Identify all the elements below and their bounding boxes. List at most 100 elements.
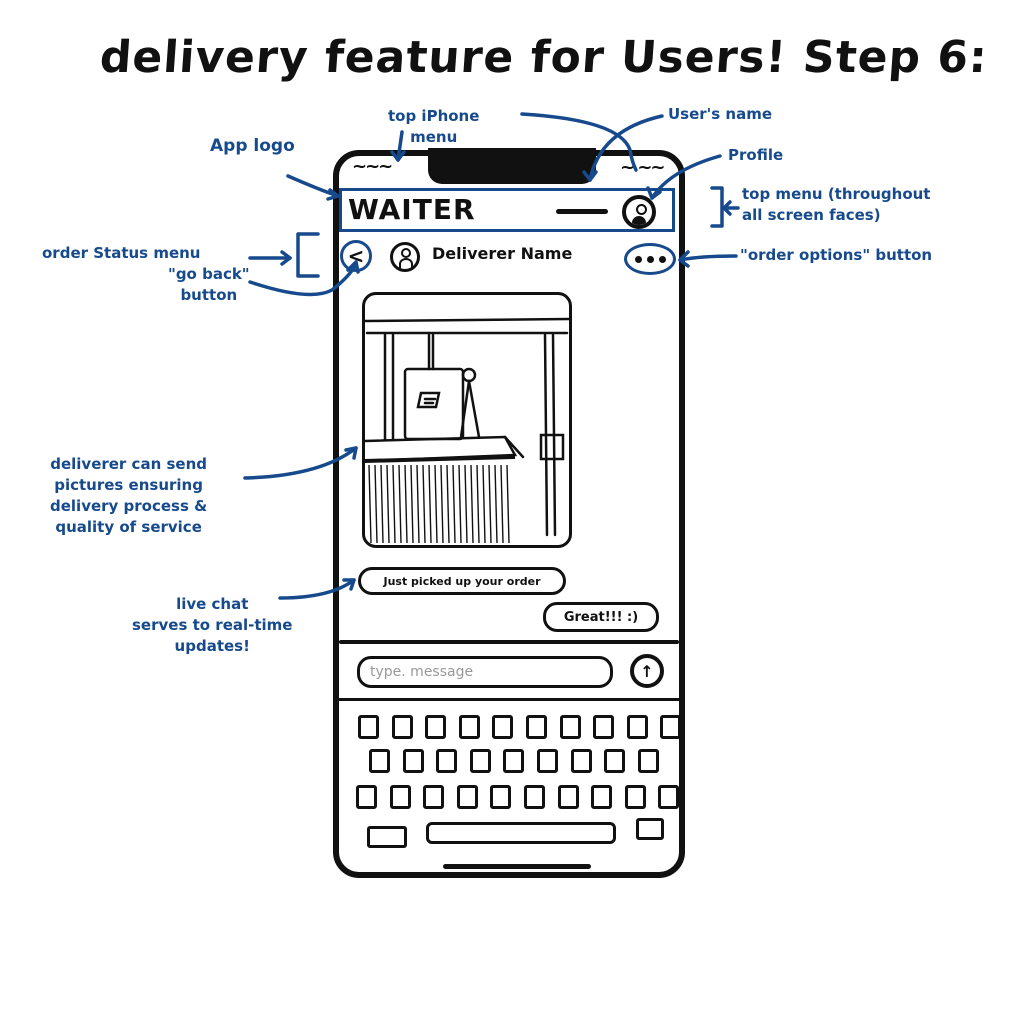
app-logo[interactable]: WAITER <box>348 193 476 226</box>
keyboard-key-return[interactable] <box>636 818 664 840</box>
pickup-counter-illustration <box>365 317 569 544</box>
keyboard-key[interactable] <box>591 785 613 809</box>
drape-hatch-line <box>410 464 414 544</box>
chat-message-outgoing: Great!!! :) <box>543 602 659 632</box>
dot-icon <box>634 255 642 263</box>
keyboard-key[interactable] <box>423 785 445 809</box>
keyboard-key[interactable] <box>523 785 545 809</box>
phone-notch <box>428 148 596 184</box>
keyboard-key[interactable] <box>624 785 646 809</box>
annotation-users-name: User's name <box>668 105 773 123</box>
keyboard-key[interactable] <box>389 785 411 809</box>
status-bar-left: ~~~ <box>352 156 393 177</box>
status-bar-right: ~ ~~ <box>620 157 665 178</box>
keyboard-key[interactable] <box>503 749 525 773</box>
dot-icon <box>646 255 654 263</box>
keyboard-key[interactable] <box>559 715 581 739</box>
keyboard-key[interactable] <box>604 749 626 773</box>
annotation-app-logo: App logo <box>210 136 295 156</box>
arrow-up-icon: ↑ <box>640 661 654 681</box>
photo-message[interactable] <box>362 292 572 548</box>
order-options-button[interactable] <box>624 243 676 275</box>
keyboard-key[interactable] <box>402 749 424 773</box>
keyboard-key-numbers[interactable] <box>367 826 407 848</box>
keyboard-key[interactable] <box>469 749 491 773</box>
drape-hatch-line <box>374 464 378 544</box>
annotation-order-options-button: "order options" button <box>740 246 933 264</box>
keyboard-key[interactable] <box>492 715 514 739</box>
keyboard-key[interactable] <box>593 715 615 739</box>
profile-head-shape <box>636 204 647 215</box>
drape-hatch-line <box>482 464 486 544</box>
drape-hatch-line <box>458 464 462 544</box>
drape-hatch-line <box>416 464 420 544</box>
keyboard-key[interactable] <box>490 785 512 809</box>
drape-hatch-line <box>464 464 468 544</box>
arrow-order-options <box>678 254 738 262</box>
keyboard-key-space[interactable] <box>426 822 616 844</box>
annotation-order-status-menu: order Status menu <box>42 244 201 262</box>
drape-hatch-line <box>506 464 510 544</box>
avatar-head <box>401 248 411 258</box>
drape-hatch-line <box>380 464 384 544</box>
drape-hatch-line <box>392 464 396 544</box>
annotation-profile: Profile <box>728 146 784 164</box>
arrow-app-logo <box>286 174 340 198</box>
drape-hatch-line <box>470 464 474 544</box>
chat-message-incoming: Just picked up your order <box>358 567 566 595</box>
user-name-placeholder <box>556 209 608 214</box>
drape-hatch-line <box>386 464 390 544</box>
drape-hatch-line <box>428 464 432 544</box>
keyboard-key[interactable] <box>436 749 458 773</box>
keyboard-key[interactable] <box>570 749 592 773</box>
message-input[interactable]: type. message <box>357 656 613 688</box>
top-menu <box>339 188 675 232</box>
drape-hatch-line <box>476 464 480 544</box>
drape-hatch-line <box>446 464 450 544</box>
drape-hatch-line <box>368 464 372 544</box>
keyboard-key[interactable] <box>391 715 413 739</box>
drape-hatch-line <box>488 464 492 544</box>
home-indicator[interactable] <box>443 864 591 869</box>
keyboard-key[interactable] <box>660 715 682 739</box>
keyboard-key[interactable] <box>658 785 680 809</box>
drape-hatch-line <box>422 464 426 544</box>
drape-hatch-line <box>404 464 408 544</box>
send-button[interactable]: ↑ <box>630 654 664 688</box>
bracket-order-status <box>296 232 320 278</box>
keyboard-key[interactable] <box>425 715 447 739</box>
keyboard-divider <box>339 698 679 701</box>
drape-hatch-line <box>440 464 444 544</box>
profile-body-shape <box>632 216 646 225</box>
keyboard-row-1 <box>358 715 694 739</box>
keyboard-key[interactable] <box>369 749 390 773</box>
keyboard-key[interactable] <box>536 749 558 773</box>
drape-hatch-line <box>494 464 498 544</box>
keyboard-key[interactable] <box>525 715 547 739</box>
annotation-deliverer-pictures: deliverer can send pictures ensuring del… <box>50 455 208 536</box>
dot-icon <box>658 255 666 263</box>
keyboard-key[interactable] <box>557 785 579 809</box>
avatar-body <box>399 258 413 270</box>
chat-divider <box>339 640 679 644</box>
keyboard-key[interactable] <box>626 715 648 739</box>
annotation-top-menu: top menu (throughout all screen faces) <box>742 185 931 224</box>
profile-icon[interactable] <box>622 195 656 229</box>
annotation-go-back-button: "go back" button <box>168 265 250 304</box>
drape-hatch-line <box>500 464 504 544</box>
annotation-top-iphone-menu: top iPhone menu <box>388 107 480 146</box>
bracket-top-menu <box>710 186 724 228</box>
drape-hatch-line <box>398 464 402 544</box>
go-back-button[interactable]: < <box>340 240 372 272</box>
drape-hatch-line <box>452 464 456 544</box>
deliverer-name: Deliverer Name <box>432 244 573 263</box>
keyboard-key[interactable] <box>458 715 480 739</box>
keyboard-key[interactable] <box>637 749 659 773</box>
deliverer-avatar-icon <box>390 242 420 272</box>
keyboard-key[interactable] <box>456 785 478 809</box>
page-title: delivery feature for Users! Step 6: <box>98 32 990 83</box>
keyboard-key[interactable] <box>358 715 379 739</box>
drape-hatch-line <box>434 464 438 544</box>
keyboard-key[interactable] <box>356 785 377 809</box>
keyboard-row-3 <box>356 785 692 809</box>
